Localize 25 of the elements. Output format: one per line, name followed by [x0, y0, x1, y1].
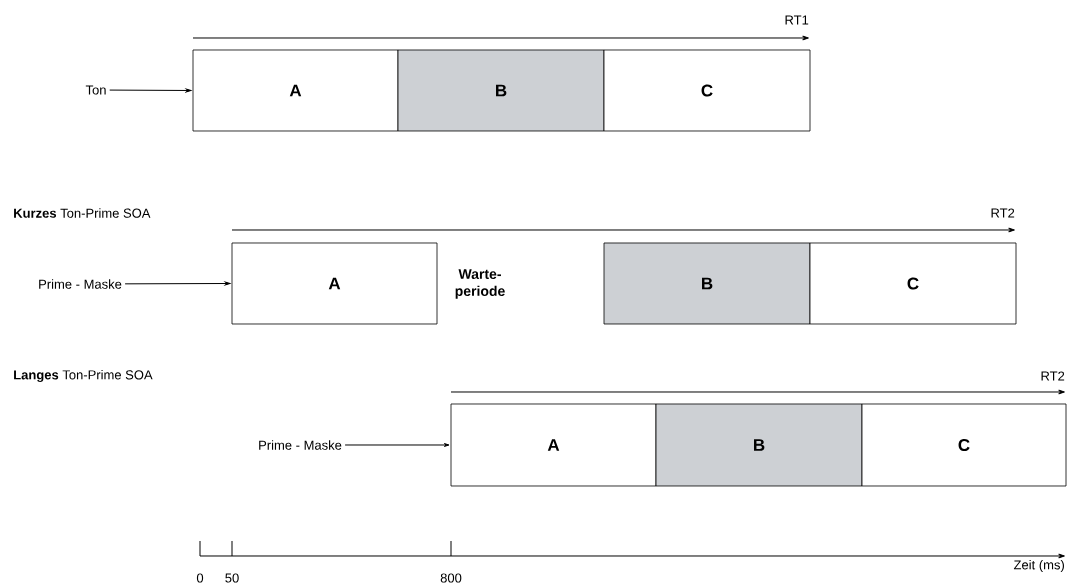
axis-label: Zeit (ms)	[1013, 559, 1064, 573]
process-box: B	[603, 242, 811, 325]
axis-label: RT1	[785, 15, 809, 25]
axis-label: RT2	[991, 208, 1015, 218]
arrow	[109, 88, 192, 93]
period-label: Warte- periode	[455, 269, 505, 299]
process-box: A	[231, 242, 438, 325]
process-box: C	[809, 242, 1017, 325]
input-label: Prime - Maske	[39, 279, 122, 289]
arrow	[124, 281, 231, 286]
process-box: C	[603, 49, 811, 132]
axis-label: RT2	[1041, 371, 1065, 381]
axis-label: 0	[196, 573, 204, 583]
input-label: Ton	[85, 85, 106, 95]
axis-label: 800	[440, 573, 462, 583]
axis-label: Kurzes Ton-Prime SOA	[14, 208, 151, 218]
process-box: A	[450, 403, 657, 487]
axis-label: 50	[225, 573, 239, 583]
arrow	[344, 443, 450, 447]
process-box: A	[192, 49, 399, 132]
process-box: B	[397, 49, 605, 132]
process-box: B	[655, 403, 863, 487]
input-label: Prime - Maske	[259, 440, 342, 450]
axis-label: Langes Ton-Prime SOA	[14, 369, 153, 383]
process-box: C	[861, 403, 1067, 487]
